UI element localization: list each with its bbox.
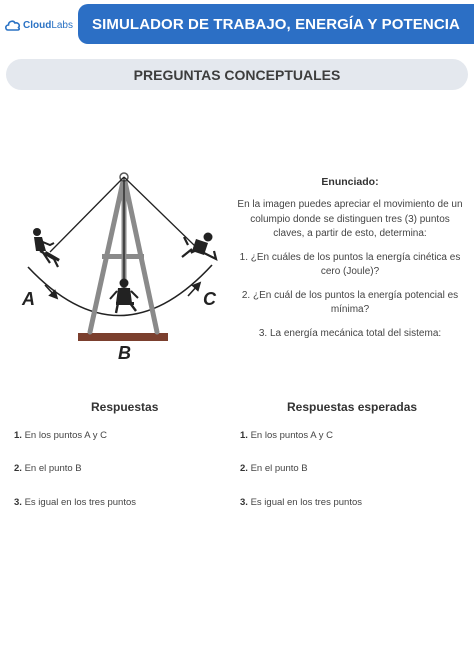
cloud-icon — [5, 20, 21, 31]
point-label-c: C — [203, 289, 217, 309]
statement-intro: En la imagen puedes apreciar el movimien… — [237, 199, 463, 240]
question-1: 1. ¿En cuáles de los puntos la energía c… — [239, 251, 461, 278]
app-title: SIMULADOR DE TRABAJO, ENERGÍA Y POTENCIA — [92, 15, 460, 33]
expected-answers-title: Respuestas esperadas — [287, 400, 418, 414]
header: CloudLabs SIMULADOR DE TRABAJO, ENERGÍA … — [0, 0, 474, 50]
answer-2: 2. En el punto B — [14, 463, 82, 474]
swing-base — [78, 333, 168, 341]
expected-answer-1: 1. En los puntos A y C — [240, 430, 333, 441]
motion-arrow-right — [187, 281, 202, 297]
point-label-a: A — [21, 289, 35, 309]
statement-heading: Enunciado: — [321, 176, 379, 188]
frame-crossbar — [102, 254, 144, 259]
question-3: 3. La energía mecánica total del sistema… — [258, 327, 442, 339]
child-position-c — [181, 232, 218, 262]
logo-text: CloudLabs — [22, 19, 73, 31]
answer-3: 3. Es igual en los tres puntos — [14, 497, 137, 508]
section-title: PREGUNTAS CONCEPTUALES — [133, 66, 341, 83]
swing-diagram: A B C — [21, 172, 218, 363]
cloudlabs-logo: CloudLabs — [0, 0, 78, 50]
expected-answer-2: 2. En el punto B — [240, 463, 308, 474]
point-label-b: B — [118, 343, 131, 363]
statement: Enunciado: En la imagen puedes apreciar … — [234, 175, 466, 350]
section-header: PREGUNTAS CONCEPTUALES — [6, 59, 468, 90]
question-2: 2. ¿En cuál de los puntos la energía pot… — [241, 289, 459, 316]
motion-arc — [27, 264, 213, 317]
motion-arrow-left — [44, 284, 59, 300]
swing-ropes — [49, 176, 197, 293]
expected-answer-3: 3. Es igual en los tres puntos — [240, 497, 363, 508]
title-bar: SIMULADOR DE TRABAJO, ENERGÍA Y POTENCIA — [78, 4, 474, 44]
child-position-a — [33, 228, 60, 268]
answer-1: 1. En los puntos A y C — [14, 430, 107, 441]
child-position-b — [109, 278, 139, 314]
answers-title: Respuestas — [91, 400, 159, 414]
